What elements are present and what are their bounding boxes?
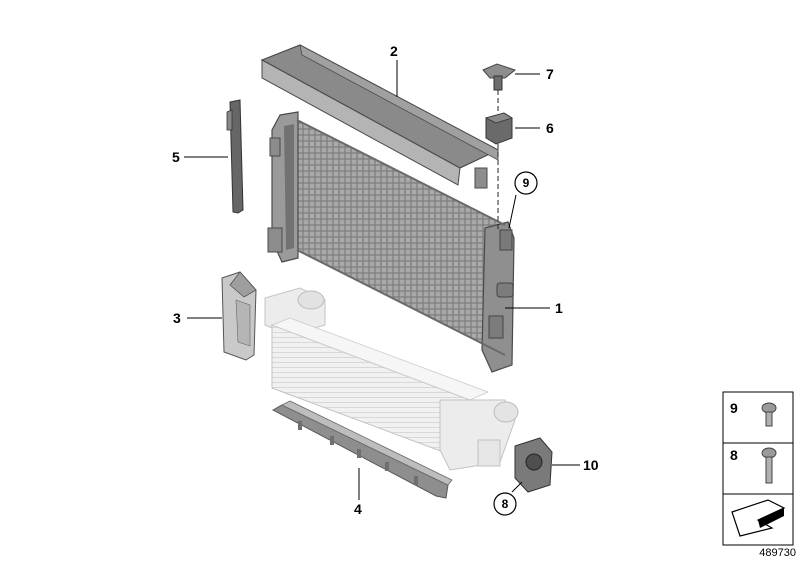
- view-arrow-icon: [731, 499, 786, 537]
- circled-callout-ring-9: [514, 171, 538, 195]
- clip-fastener-part: [482, 63, 517, 91]
- circled-callout-ring-8: [493, 492, 517, 516]
- screw-9-icon: [761, 402, 777, 427]
- callout-rubber-mount: 6: [546, 120, 554, 136]
- circled-callout-screw: 9: [523, 176, 530, 190]
- screw-8-icon: [761, 447, 777, 484]
- callout-left-air-guide: 3: [173, 310, 181, 326]
- callout-upper-air-duct: 2: [390, 43, 398, 59]
- legend-item-9-label: 9: [730, 400, 738, 416]
- fastener-legend: 9 8: [722, 391, 794, 546]
- mounting-bracket-part: [514, 437, 553, 493]
- left-air-guide-part: [221, 271, 257, 361]
- callout-side-seal: 5: [172, 149, 180, 165]
- radiator-part: [267, 111, 515, 373]
- leader-line-9: [508, 194, 517, 229]
- leader-lines: [184, 60, 580, 500]
- callout-radiator: 1: [555, 300, 563, 316]
- leader-line-8: [511, 481, 523, 493]
- callout-clip-fastener: 7: [546, 66, 554, 82]
- charge-air-cooler-part: [264, 287, 519, 471]
- upper-air-duct-part: [260, 44, 500, 189]
- callout-lower-air-guide: 4: [354, 501, 362, 517]
- lower-air-guide-part: [271, 400, 453, 499]
- side-seal-part: [226, 99, 244, 214]
- document-number: 489730: [759, 547, 796, 559]
- legend-item-8-label: 8: [730, 447, 738, 463]
- circled-callout-bracket-screw: 8: [502, 497, 509, 511]
- callout-mounting-bracket: 10: [583, 457, 599, 473]
- rubber-mount-part: [484, 112, 513, 145]
